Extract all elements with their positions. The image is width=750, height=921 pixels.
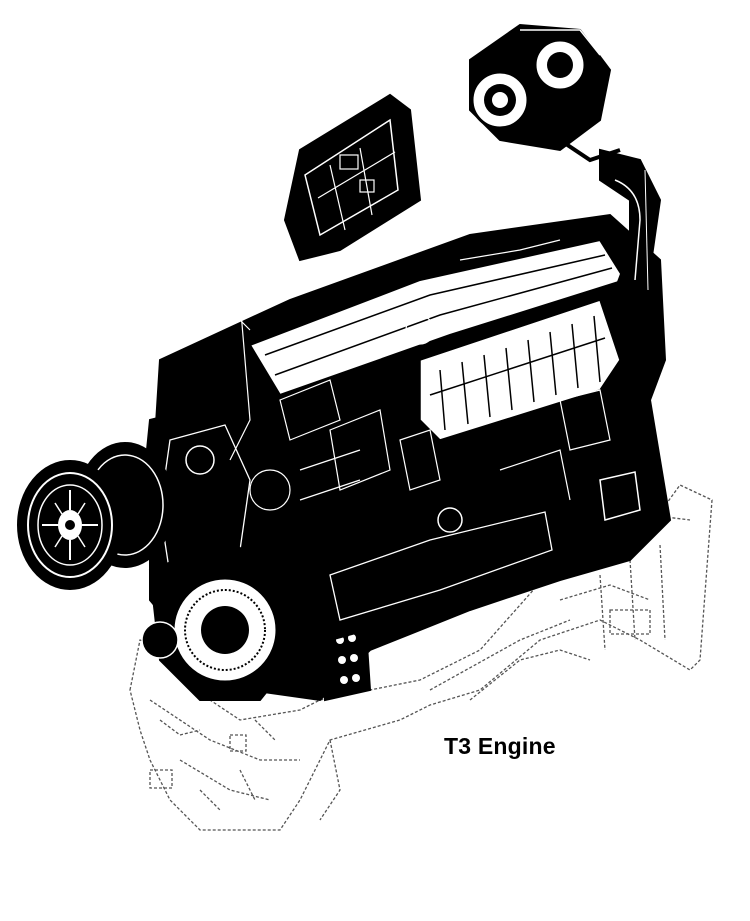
intake-pipe — [599, 148, 662, 302]
crankshaft-pulley — [17, 460, 123, 590]
turbocharger — [469, 23, 621, 163]
engine-mount-right — [583, 453, 652, 537]
flywheel-housing — [141, 538, 302, 701]
valve-cover — [419, 299, 621, 441]
oil-pan — [298, 488, 572, 642]
engine-caption: T3 Engine — [444, 733, 556, 759]
lifting-bracket — [283, 93, 422, 262]
engine-detail-lines — [199, 239, 611, 511]
